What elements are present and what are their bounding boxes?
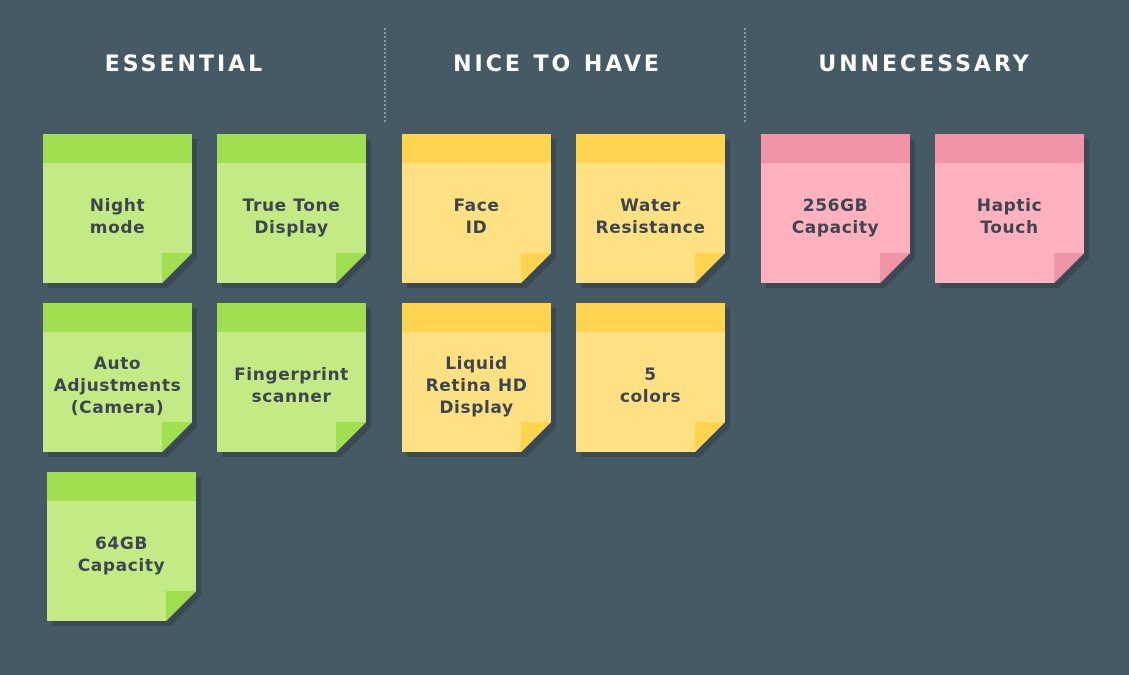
sticky-note-label: Water Resistance — [595, 196, 706, 238]
sticky-note[interactable]: Auto Adjustments (Camera) — [43, 303, 192, 452]
sticky-note[interactable]: Water Resistance — [576, 134, 725, 283]
sticky-note-label: Haptic Touch — [976, 196, 1043, 238]
column-divider — [744, 28, 746, 122]
sticky-note[interactable]: Haptic Touch — [935, 134, 1084, 283]
sticky-note[interactable]: 64GB Capacity — [47, 472, 196, 621]
sticky-note-label: 64GB Capacity — [77, 534, 166, 576]
column-divider — [384, 28, 386, 122]
sticky-note-label: Face ID — [453, 196, 500, 238]
column-title-essential: ESSENTIAL — [104, 52, 266, 77]
sticky-note-label: Night mode — [89, 196, 146, 238]
sticky-note-label: Auto Adjustments (Camera) — [53, 354, 182, 418]
column-title-unnecessary: UNNECESSARY — [818, 52, 1032, 77]
sticky-note-label: True Tone Display — [242, 196, 341, 238]
sticky-note[interactable]: 5 colors — [576, 303, 725, 452]
sticky-note[interactable]: Liquid Retina HD Display — [402, 303, 551, 452]
sticky-note[interactable]: Night mode — [43, 134, 192, 283]
sticky-note-label: 256GB Capacity — [791, 196, 880, 238]
column-title-nice-to-have: NICE TO HAVE — [453, 52, 662, 77]
sticky-note[interactable]: Fingerprint scanner — [217, 303, 366, 452]
sticky-note[interactable]: 256GB Capacity — [761, 134, 910, 283]
sticky-note-label: Liquid Retina HD Display — [425, 354, 528, 418]
sticky-note[interactable]: Face ID — [402, 134, 551, 283]
sticky-note-label: Fingerprint scanner — [234, 365, 349, 407]
sticky-note[interactable]: True Tone Display — [217, 134, 366, 283]
sticky-note-label: 5 colors — [619, 365, 682, 407]
